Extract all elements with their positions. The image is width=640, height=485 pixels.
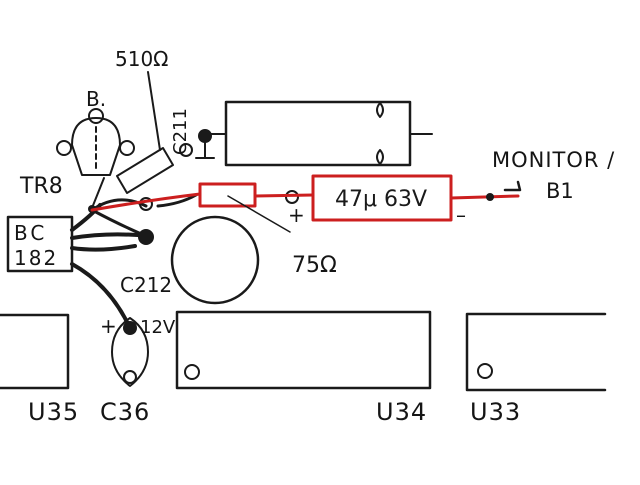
label-12v-plus: +: [100, 314, 117, 338]
label-u35: U35: [28, 398, 79, 426]
label-resistor-75: 75Ω: [292, 253, 337, 278]
label-tr8: TR8: [19, 174, 63, 199]
label-12v: 12V: [140, 317, 176, 338]
label-b: B.: [86, 87, 106, 111]
wire-traces: [70, 177, 198, 330]
label-bc-line1: BC: [14, 221, 47, 245]
label-u34: U34: [376, 398, 427, 426]
label-u33: U33: [470, 398, 521, 426]
c211-component-body: [195, 100, 433, 167]
capacitor-c36-footprint: [111, 317, 149, 387]
label-capacitor-value: 47μ 63V: [335, 187, 427, 212]
resistor-510-body: [116, 71, 193, 211]
ic-u33-outline: [465, 312, 607, 392]
label-c211: C211: [170, 108, 191, 155]
label-monitor: MONITOR /: [492, 148, 615, 172]
label-c212: C212: [120, 273, 172, 297]
transistor-tr8-footprint: [56, 108, 135, 176]
ic-u35-outline: [0, 313, 70, 390]
resistor-75-body: [198, 182, 299, 233]
label-cap-minus: –: [456, 203, 466, 227]
label-bc-line2: 182: [14, 246, 58, 270]
ic-u34-outline: [175, 310, 432, 390]
bc182-box: [6, 215, 74, 273]
label-resistor-510: 510Ω: [115, 47, 168, 71]
label-b1: B1: [546, 179, 574, 203]
round-trimmer-outline: [170, 215, 260, 305]
label-cap-plus: +: [288, 203, 305, 227]
label-c36: C36: [100, 398, 150, 426]
red-signal-trace: [90, 192, 520, 212]
